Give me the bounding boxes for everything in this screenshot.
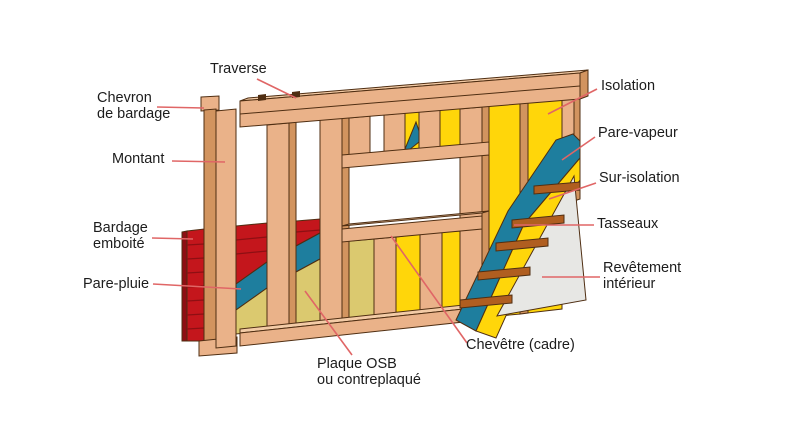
- label-isolation: Isolation: [601, 78, 656, 94]
- cripple-stud-4: [373, 236, 397, 319]
- leader-chevron: [156, 106, 205, 109]
- leader-pare-pluie: [152, 283, 242, 290]
- label-chevron-de-bardage: Chevron de bardage: [97, 90, 171, 122]
- window-header-rail: [341, 141, 490, 169]
- timber-frame: [198, 69, 589, 357]
- top-plate-end: [579, 69, 589, 100]
- label-bardage-line1: Bardage: [93, 220, 148, 236]
- batten-5: [533, 181, 581, 195]
- leader-isolation: [547, 88, 598, 115]
- window-opening: [349, 159, 460, 228]
- label-montant: Montant: [112, 151, 165, 167]
- stud-3-side: [341, 116, 350, 326]
- osb-under-window: [348, 238, 375, 321]
- leader-chevetre: [390, 235, 468, 344]
- osb-sheathing: [235, 238, 375, 335]
- cladding-left-strip: [186, 228, 205, 342]
- cripple-stud-1: [348, 115, 371, 157]
- window-sill-rail: [341, 215, 483, 243]
- label-pare-vapeur: Pare-vapeur: [598, 125, 678, 141]
- insulation-below-window-2: [441, 230, 461, 312]
- label-sur-isolation: Sur-isolation: [599, 170, 680, 186]
- label-bardage-line2: emboité: [93, 235, 145, 252]
- batten-2: [477, 266, 531, 281]
- batten-3: [495, 237, 549, 252]
- cripple-stud-2: [383, 112, 406, 154]
- cladding-red-panel: [181, 218, 321, 342]
- cladding-batten: [203, 108, 217, 351]
- batten-1: [459, 294, 513, 309]
- insulation-above-window-2: [439, 107, 461, 149]
- leader-traverse: [256, 78, 297, 99]
- cripple-stud-3: [418, 109, 441, 151]
- stud-2: [266, 122, 290, 332]
- label-chevetre: Chevêtre (cadre): [466, 337, 575, 353]
- leader-sur-isolation: [548, 182, 597, 200]
- label-plaque-osb: Plaque OSB ou contreplaqué: [317, 356, 421, 388]
- leader-lines: [151, 78, 600, 356]
- label-revetement-interieur: Revêtement intérieur: [603, 260, 682, 292]
- cladding-batten-top-cap: [200, 95, 220, 112]
- label-pare-pluie: Pare-pluie: [83, 276, 150, 292]
- label-chevron-line2: de bardage: [97, 105, 171, 122]
- nail-mark-1: [258, 94, 266, 101]
- stud-2-side: [288, 121, 297, 330]
- stud-3: [319, 117, 343, 328]
- top-plate-divider: [239, 85, 581, 115]
- label-traverse: Traverse: [210, 61, 267, 77]
- label-bardage-emboite: Bardage emboité: [93, 220, 148, 252]
- leader-pare-vapeur: [561, 136, 596, 161]
- label-chevron-line1: Chevron: [97, 90, 152, 106]
- stud-left: [215, 108, 237, 349]
- cripple-stud-5: [419, 231, 443, 314]
- leader-montant: [171, 160, 226, 163]
- label-tasseaux: Tasseaux: [597, 216, 659, 232]
- label-revetement-line1: Revêtement: [603, 260, 682, 276]
- leader-plaque-osb: [304, 290, 353, 356]
- leader-bardage: [151, 237, 194, 240]
- label-plaque-line1: Plaque OSB: [317, 356, 397, 372]
- insulation-below-window-1: [395, 233, 421, 317]
- label-revetement-line2: intérieur: [603, 275, 656, 292]
- label-plaque-line2: ou contreplaqué: [317, 371, 421, 388]
- window-sill-top: [341, 210, 490, 227]
